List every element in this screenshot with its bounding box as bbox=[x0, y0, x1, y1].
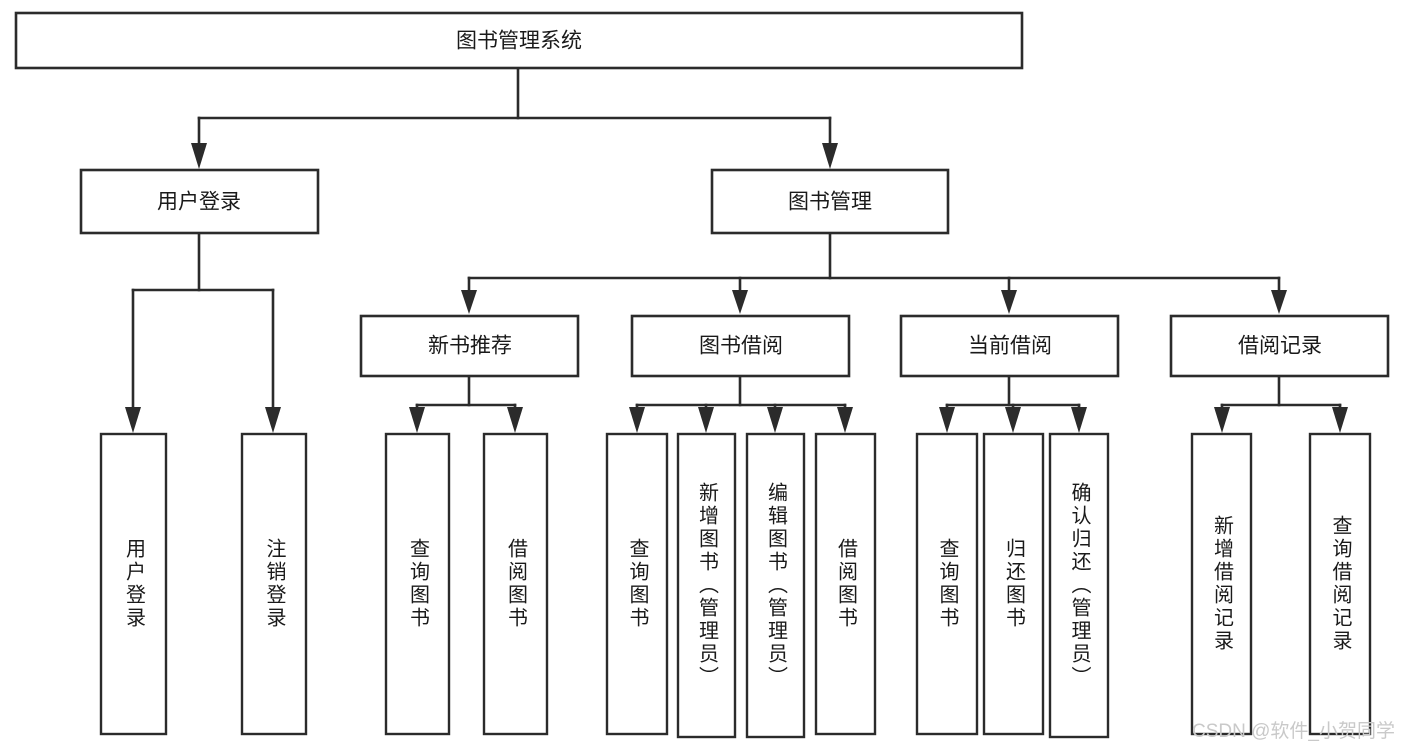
node-leaf-borrow-book-1-label: 借阅图书 bbox=[504, 538, 527, 630]
node-new-book-recommend-box[interactable] bbox=[359, 314, 580, 378]
arrow-head-borrow-record bbox=[1271, 290, 1287, 314]
node-leaf-confirm-return-box[interactable] bbox=[1048, 432, 1110, 739]
arrow-head-leaf-user-logout bbox=[265, 407, 281, 433]
node-new-book-recommend[interactable]: 新书推荐 bbox=[359, 314, 580, 378]
node-user-login-box[interactable] bbox=[79, 168, 320, 235]
arrow-head-leaf-borrow-book-1 bbox=[507, 407, 523, 433]
node-leaf-add-book-label: 新增图书（管理员） bbox=[695, 482, 718, 689]
node-leaf-borrow-book-2-label: 借阅图书 bbox=[834, 538, 857, 630]
node-leaf-query-book-2-box[interactable] bbox=[605, 432, 669, 736]
arrow-head-leaf-user-login bbox=[125, 407, 141, 433]
node-user-login[interactable]: 用户登录 bbox=[79, 168, 320, 235]
node-root-label: 图书管理系统 bbox=[456, 30, 582, 53]
node-leaf-borrow-book-2-box[interactable] bbox=[814, 432, 877, 736]
arrow-head-leaf-return-book bbox=[1005, 407, 1021, 433]
node-root[interactable]: 图书管理系统 bbox=[14, 11, 1024, 70]
arrow-head-leaf-query-book-1 bbox=[409, 407, 425, 433]
node-book-borrow-label: 图书借阅 bbox=[699, 335, 783, 358]
node-leaf-confirm-return-label: 确认归还（管理员） bbox=[1068, 482, 1090, 689]
arrow-head-new-book-recommend bbox=[461, 290, 477, 314]
node-leaf-add-record-label: 新增借阅记录 bbox=[1210, 515, 1233, 653]
node-leaf-user-logout-box[interactable] bbox=[240, 432, 308, 736]
node-leaf-query-record-label: 查询借阅记录 bbox=[1329, 515, 1351, 653]
node-leaf-query-book-3-label: 查询图书 bbox=[936, 538, 958, 630]
node-leaf-query-book-2-label: 查询图书 bbox=[626, 538, 648, 630]
connector-layer bbox=[125, 67, 1348, 433]
node-leaf-user-login-box[interactable] bbox=[99, 432, 168, 736]
node-borrow-record-label: 借阅记录 bbox=[1238, 335, 1322, 358]
node-book-manage-label: 图书管理 bbox=[788, 191, 872, 214]
node-leaf-borrow-book-1-box[interactable] bbox=[482, 432, 549, 736]
node-leaf-edit-book-box[interactable] bbox=[745, 432, 806, 739]
node-root-box[interactable] bbox=[14, 11, 1024, 70]
arrow-head-book-borrow bbox=[732, 290, 748, 314]
node-book-manage[interactable]: 图书管理 bbox=[710, 168, 950, 235]
node-current-borrow-label: 当前借阅 bbox=[968, 335, 1052, 358]
node-leaf-query-record-box[interactable] bbox=[1308, 432, 1372, 736]
node-leaf-query-book-3-box[interactable] bbox=[915, 432, 979, 736]
node-leaf-edit-book-label: 编辑图书（管理员） bbox=[764, 482, 787, 689]
arrow-head-current-borrow bbox=[1001, 290, 1017, 314]
node-current-borrow[interactable]: 当前借阅 bbox=[899, 314, 1120, 378]
node-leaf-return-book-box[interactable] bbox=[982, 432, 1045, 736]
node-book-borrow[interactable]: 图书借阅 bbox=[630, 314, 851, 378]
node-new-book-recommend-label: 新书推荐 bbox=[428, 335, 512, 358]
node-leaf-user-login-label: 用户登录 bbox=[122, 538, 145, 630]
node-borrow-record[interactable]: 借阅记录 bbox=[1169, 314, 1390, 378]
arrow-head-leaf-query-book-3 bbox=[939, 407, 955, 433]
node-book-manage-box[interactable] bbox=[710, 168, 950, 235]
arrow-head-leaf-add-book bbox=[698, 407, 714, 433]
node-leaf-query-book-1-label: 查询图书 bbox=[406, 538, 429, 630]
node-leaf-query-book-1-box[interactable] bbox=[384, 432, 451, 736]
arrow-head-leaf-borrow-book-2 bbox=[837, 407, 853, 433]
arrow-head-leaf-query-book-2 bbox=[629, 407, 645, 433]
node-current-borrow-box[interactable] bbox=[899, 314, 1120, 378]
arrow-head-leaf-confirm-return bbox=[1071, 407, 1087, 433]
arrow-head-leaf-query-record bbox=[1332, 407, 1348, 433]
node-borrow-record-box[interactable] bbox=[1169, 314, 1390, 378]
node-user-login-label: 用户登录 bbox=[157, 191, 241, 214]
csdn-watermark: CSDN @软件_小贺同学 bbox=[1192, 721, 1395, 742]
arrow-head-leaf-edit-book bbox=[767, 407, 783, 433]
node-leaf-user-logout-label: 注销登录 bbox=[263, 538, 285, 630]
arrow-head-user-login bbox=[191, 143, 207, 169]
node-book-borrow-box[interactable] bbox=[630, 314, 851, 378]
arrow-head-leaf-add-record bbox=[1214, 407, 1230, 433]
node-leaf-return-book-label: 归还图书 bbox=[1002, 538, 1025, 630]
node-leaf-add-record-box[interactable] bbox=[1190, 432, 1253, 736]
arrow-head-book-manage bbox=[822, 143, 838, 169]
node-leaf-add-book-box[interactable] bbox=[676, 432, 737, 739]
